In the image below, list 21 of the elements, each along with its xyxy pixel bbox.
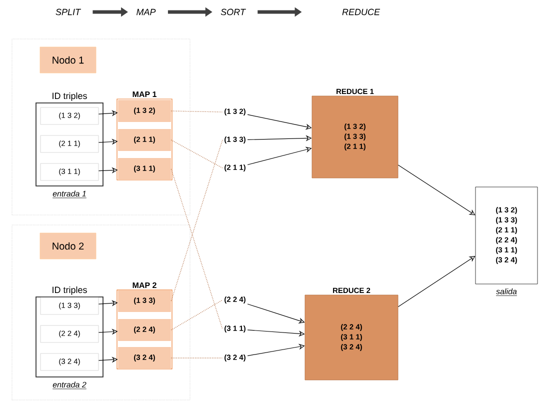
node-label: entrada 1: [52, 190, 86, 197]
step-label: MAP: [136, 8, 156, 16]
node-label: ID triples: [52, 286, 87, 295]
connector-line: [170, 300, 223, 330]
connector-line: [170, 140, 223, 302]
node-label-box: Nodo 1: [40, 46, 96, 74]
connector-line: [170, 168, 223, 330]
step-label: REDUCE: [342, 8, 380, 16]
node-label: entrada 2: [52, 382, 86, 388]
node-label: ID triples: [52, 92, 87, 101]
connector-line: [170, 110, 223, 112]
dotted-frame: [12, 38, 190, 216]
connector-arrow: [398, 164, 476, 216]
node-label: MAP 1: [132, 91, 156, 97]
step-label: SPLIT: [56, 8, 82, 16]
node-label-box: Nodo 2: [40, 232, 96, 260]
step-label: SORT: [220, 8, 246, 16]
node-label: MAP 2: [132, 282, 156, 288]
dotted-frame: [12, 224, 190, 400]
connector-line: [170, 140, 223, 168]
node-label: salida: [496, 288, 517, 294]
